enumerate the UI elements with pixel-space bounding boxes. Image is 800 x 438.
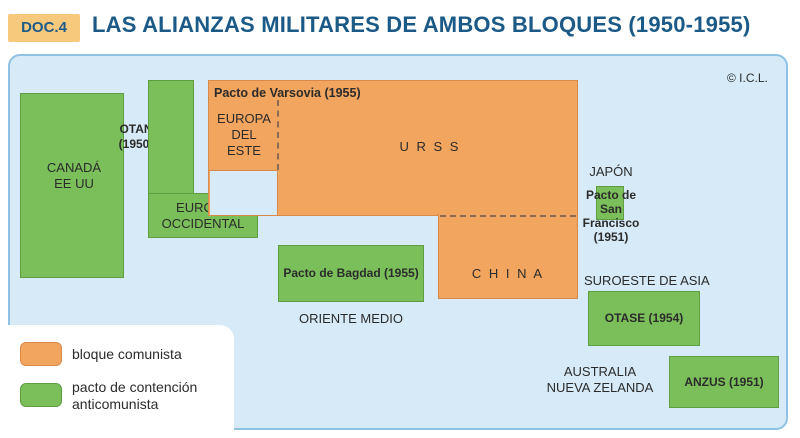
region-australia xyxy=(669,356,779,408)
europa-este-label: EUROPA DEL ESTE xyxy=(217,111,271,158)
europa-este-border xyxy=(277,100,279,170)
anzus-label: ANZUS (1951) xyxy=(684,375,764,389)
region-japon xyxy=(596,186,624,220)
page-title: LAS ALIANZAS MILITARES DE AMBOS BLOQUES … xyxy=(92,12,751,37)
suroeste-asia-label: SUROESTE DE ASIA xyxy=(584,273,710,288)
doc-badge: DOC.4 xyxy=(8,14,80,42)
legend-swatch-communist xyxy=(20,342,62,366)
region-join xyxy=(149,194,193,196)
china-label: C H I N A xyxy=(471,266,545,281)
urss-label: U R S S xyxy=(399,139,461,154)
sea-gap xyxy=(210,170,278,215)
region-canada-us xyxy=(20,93,124,278)
canada-us-label: CANADÁ EE UU xyxy=(46,160,102,191)
otase-label: OTASE (1954) xyxy=(604,311,684,325)
copyright-label: © I.C.L. xyxy=(727,71,768,85)
border-line xyxy=(208,170,278,171)
legend-label-containment: pacto de contención anticomunista xyxy=(72,379,198,412)
region-suroeste-asia xyxy=(588,291,700,346)
otan-label: OTAN (1950) xyxy=(118,122,154,151)
border-line xyxy=(278,215,438,216)
japon-label: JAPÓN xyxy=(589,164,633,179)
legend-label-communist: bloque comunista xyxy=(72,346,182,362)
oriente-medio-label: ORIENTE MEDIO xyxy=(298,311,403,326)
san-francisco-label: Pacto de San Francisco (1951) xyxy=(582,188,640,244)
legend xyxy=(8,325,234,430)
australia-label: AUSTRALIA NUEVA ZELANDA xyxy=(546,364,654,395)
region-china xyxy=(438,214,578,299)
region-oriente-medio xyxy=(278,245,424,302)
bagdad-label: Pacto de Bagdad (1955) xyxy=(283,266,419,280)
legend-swatch-containment xyxy=(20,383,62,407)
border-line xyxy=(277,170,278,216)
china-border xyxy=(440,215,576,217)
varsovia-label: Pacto de Varsovia (1955) xyxy=(214,86,361,100)
